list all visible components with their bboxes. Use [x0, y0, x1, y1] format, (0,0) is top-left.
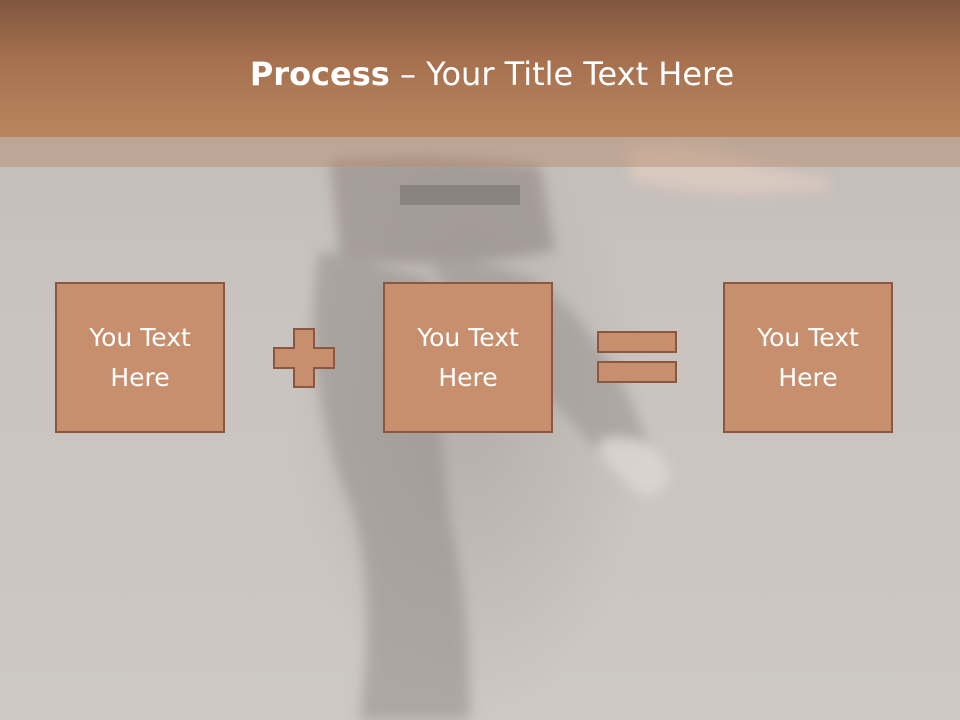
plus-icon [273, 328, 335, 388]
process-box-3: You Text Here [723, 282, 893, 433]
process-box-2: You Text Here [383, 282, 553, 433]
process-box-1: You Text Here [55, 282, 225, 433]
equals-icon [597, 331, 677, 383]
process-box-2-text: You Text Here [417, 322, 519, 392]
title-rest-part: – Your Title Text Here [389, 55, 735, 93]
title-bold-part: Process [249, 55, 390, 93]
process-box-1-text: You Text Here [89, 322, 191, 392]
header-bar [0, 0, 960, 137]
slide-title: Process – Your Title Text Here [0, 52, 960, 96]
header-band [0, 137, 960, 167]
process-box-3-text: You Text Here [757, 322, 859, 392]
